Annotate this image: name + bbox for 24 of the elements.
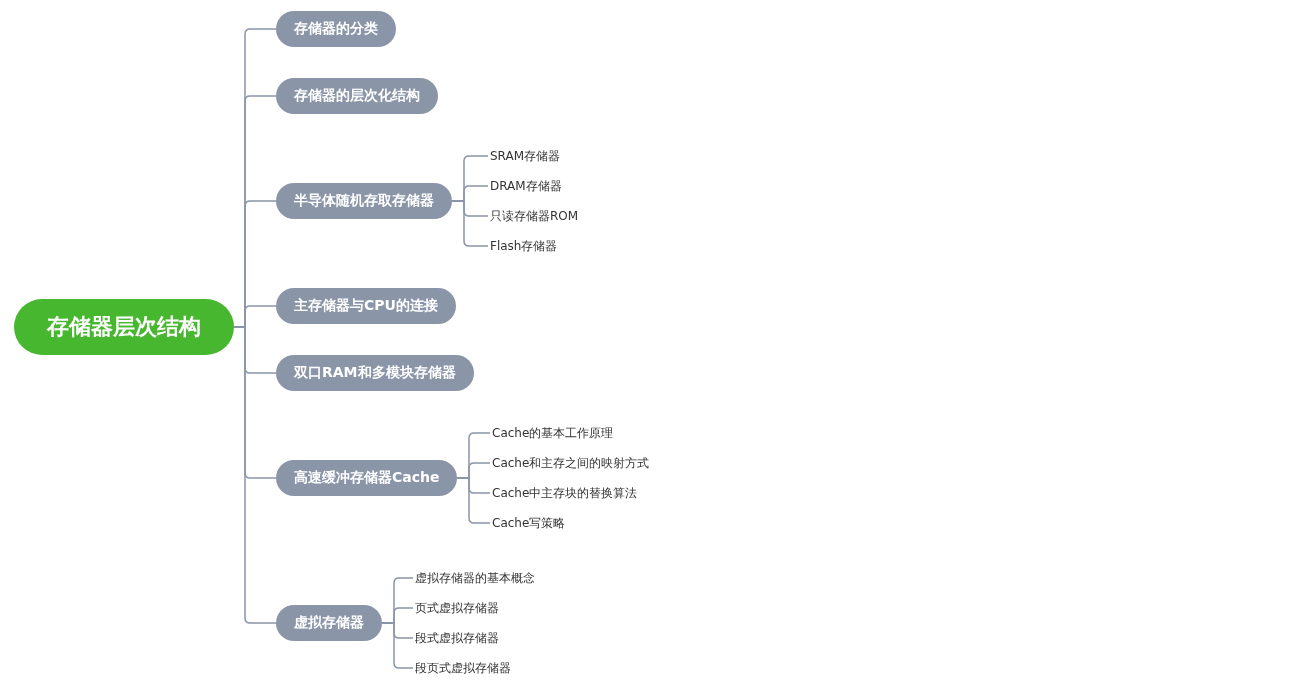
subtopic-text: 页式虚拟存储器 <box>413 600 499 616</box>
subtopic-text: SRAM存储器 <box>488 148 561 164</box>
subtopic-text: 只读存储器ROM <box>488 208 579 224</box>
subtopic-text: 段页式虚拟存储器 <box>413 660 511 676</box>
subtopic-text: 段式虚拟存储器 <box>413 630 499 646</box>
subtopic-text: Cache写策略 <box>490 515 566 531</box>
topic-pill: 半导体随机存取存储器 <box>276 183 452 219</box>
topic-pill: 双口RAM和多模块存储器 <box>276 355 474 391</box>
subtopic-text: Cache中主存块的替换算法 <box>490 485 638 501</box>
topic-pill: 存储器的分类 <box>276 11 396 47</box>
root-topic: 存储器层次结构 <box>14 299 234 355</box>
subtopic-text: Flash存储器 <box>488 238 558 254</box>
connector-line <box>233 326 277 624</box>
connector-line <box>451 200 489 247</box>
topic-pill: 主存储器与CPU的连接 <box>276 288 456 324</box>
topic-pill: 高速缓冲存储器Cache <box>276 460 458 496</box>
subtopic-text: DRAM存储器 <box>488 178 562 194</box>
topic-pill: 存储器的层次化结构 <box>276 78 438 114</box>
subtopic-text: Cache和主存之间的映射方式 <box>490 455 650 471</box>
connector-line <box>381 622 414 669</box>
subtopic-text: Cache的基本工作原理 <box>490 425 614 441</box>
connector-line <box>456 477 491 524</box>
topic-pill: 虚拟存储器 <box>276 605 382 641</box>
subtopic-text: 虚拟存储器的基本概念 <box>413 570 535 586</box>
